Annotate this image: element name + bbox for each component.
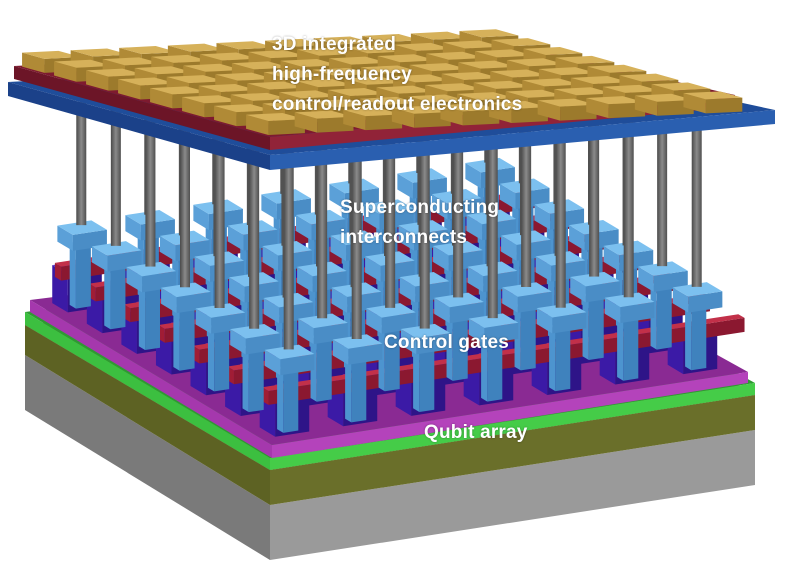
superconducting-pillar [624, 122, 634, 297]
electronics-label-line-1: 3D integrated [272, 32, 396, 58]
electronics-label-line-2: high-frequency [272, 62, 412, 88]
superconducting-pillar [692, 120, 702, 287]
qubit-array-label: Qubit array [424, 420, 528, 446]
superconducting-pillar [76, 102, 86, 225]
interconnects-label-line-2: interconnects [340, 225, 467, 251]
superconducting-pillar [589, 119, 599, 276]
superconducting-pillar [556, 118, 566, 307]
electronics-label-line-3: control/readout electronics [272, 92, 522, 118]
control-gates-label: Control gates [384, 330, 509, 356]
interconnects-label-line-1: Superconducting [340, 195, 499, 221]
superconducting-pillar [657, 123, 667, 266]
